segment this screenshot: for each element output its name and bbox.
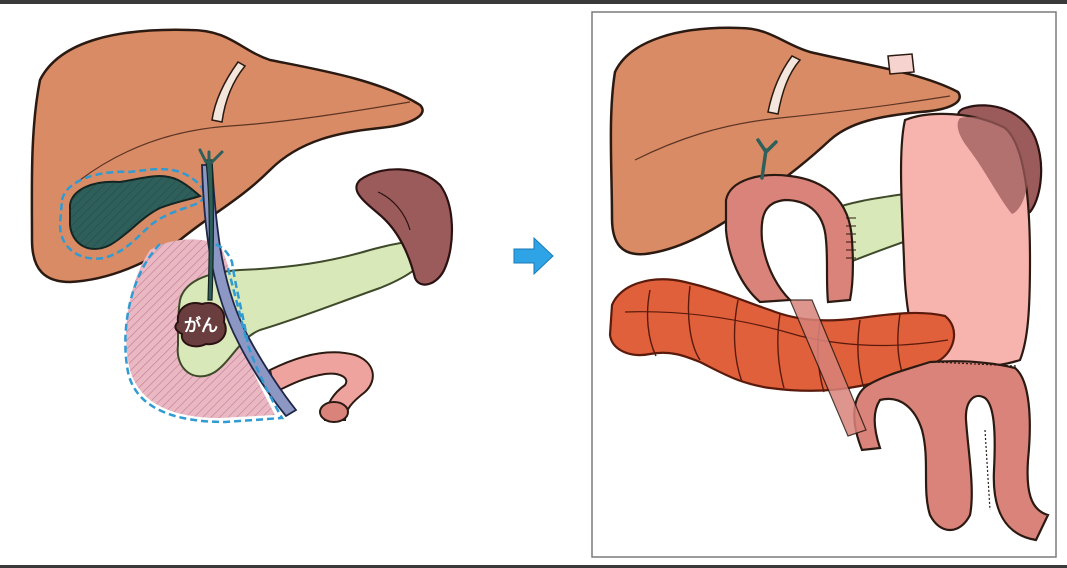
small-intestine-segment [268,351,374,421]
esophagus [887,53,915,75]
spleen-hilum [377,191,411,231]
tumor [174,302,227,348]
bile-duct-after [756,138,778,180]
right-panel-after-surgery [591,11,1057,558]
anastomosis-stitches-2 [933,361,1017,367]
pancreas-cut-line [226,267,248,339]
stomach-fundus-shadow [957,116,1029,214]
right-arrow-icon [513,236,554,276]
liver-lobe-line [79,101,411,181]
transverse-colon [608,278,956,392]
intestine-cut-end [319,401,349,423]
colon-taenia [624,311,949,347]
liver-after [609,26,961,256]
liver-after-lobe-line [634,95,951,161]
hepatic-duct-branch [198,148,224,164]
gallbladder-resection-border [58,167,206,260]
spleen [355,168,453,286]
jejunum-lower [853,360,1050,542]
pancreaticoduodenal-resection-border [124,242,285,424]
window-top-border [0,0,1067,4]
efferent-limb [789,299,867,437]
jejunal-loop [724,173,854,304]
falciform-ligament [211,61,247,123]
left-panel-before-surgery: がん [30,28,453,424]
bile-duct [205,159,215,301]
anastomosis-stitches-3 [984,429,991,511]
window-bottom-border [0,565,1067,568]
falciform-ligament-after [767,55,802,115]
cancer-label: がん [184,315,218,336]
anastomosis-stitches-1 [846,217,856,259]
gallbladder-hatch [70,176,200,249]
